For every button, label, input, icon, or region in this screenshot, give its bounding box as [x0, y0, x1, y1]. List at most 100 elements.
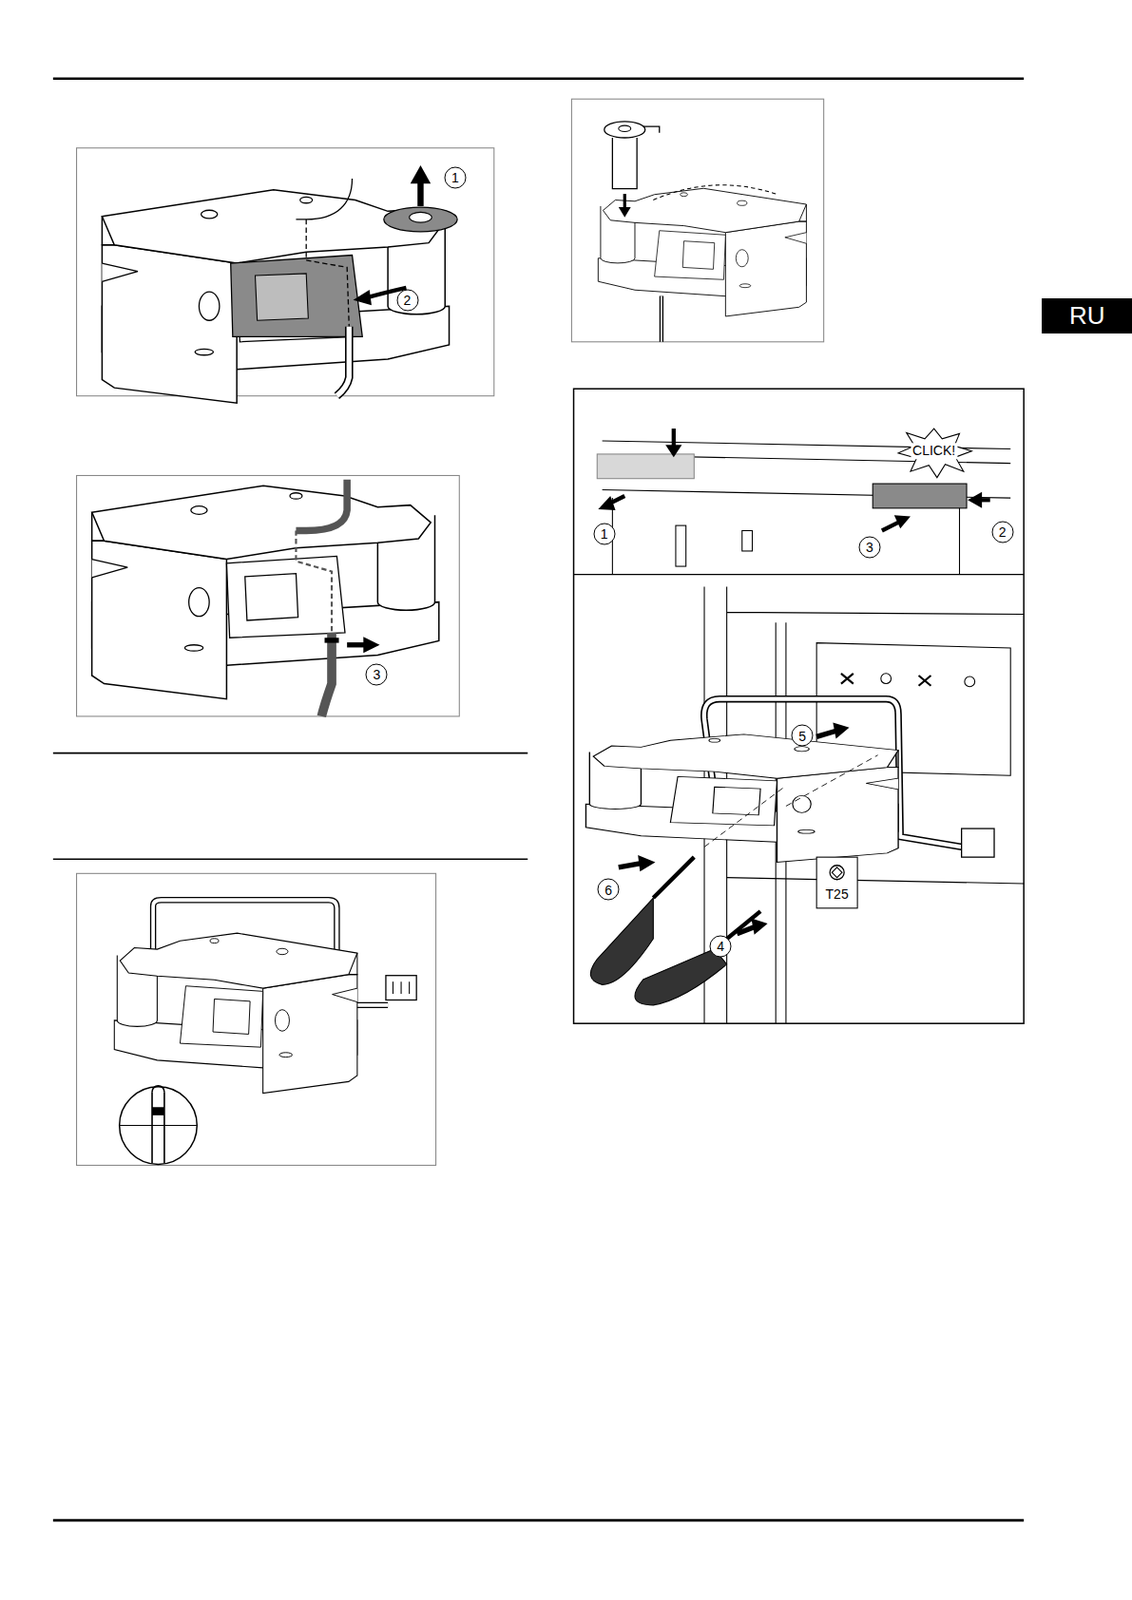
line-art: [816, 857, 858, 909]
line-art: [704, 786, 787, 847]
line-art: [829, 865, 845, 881]
line-art: [574, 574, 1025, 576]
callout-circle: 3: [858, 536, 881, 558]
line-art: [786, 755, 879, 807]
callout-circle: 4: [709, 935, 732, 958]
callout-number: 3: [865, 540, 874, 555]
callout-circle: 3: [365, 663, 388, 686]
line-art: [652, 857, 694, 899]
line-art: [392, 981, 394, 995]
line-art: [119, 1087, 198, 1166]
line-art: [363, 636, 380, 653]
callout-number: 2: [998, 525, 1007, 539]
line-art: [119, 1125, 198, 1127]
callout-circle: 1: [593, 522, 615, 545]
line-art: [590, 898, 653, 985]
callout-number: 5: [798, 729, 806, 743]
line-art: [618, 207, 632, 218]
line-art: [53, 76, 1024, 80]
line-art: [742, 530, 753, 551]
line-art: [410, 165, 431, 184]
callout-circle: 6: [597, 879, 620, 902]
line-art: [571, 98, 824, 343]
line-art: [643, 126, 660, 133]
line-art: [596, 454, 694, 480]
language-code: RU: [1069, 301, 1106, 331]
callout-number: 1: [600, 527, 609, 541]
line-art: [872, 483, 967, 509]
line-art: [409, 211, 433, 223]
line-art: [882, 522, 899, 532]
callout-number: 1: [451, 171, 460, 185]
line-art: [383, 207, 458, 232]
line-art: [634, 949, 728, 1006]
line-art: [114, 933, 358, 1094]
line-art: [76, 475, 461, 716]
line-art: [401, 981, 403, 995]
line-art: [152, 1086, 165, 1093]
label-box: CLICK!: [910, 442, 958, 460]
line-art: [659, 295, 664, 342]
line-art: [152, 1107, 165, 1116]
callout-number: 3: [372, 668, 381, 682]
line-art: [665, 444, 682, 458]
line-art: [736, 926, 755, 935]
callout-number: 2: [403, 293, 412, 307]
line-art: [597, 188, 806, 317]
callout-circle: 1: [443, 166, 466, 189]
line-art: [750, 919, 768, 936]
line-art: [612, 137, 637, 190]
line-art: [831, 867, 843, 879]
line-art: [321, 633, 332, 717]
line-art: [894, 515, 911, 529]
line-art: [295, 479, 347, 532]
line-art: [816, 730, 837, 737]
line-art: [727, 878, 1025, 884]
line-art: [618, 125, 632, 132]
line-art: [152, 1092, 165, 1164]
line-art: [898, 428, 972, 479]
line-art: [637, 855, 655, 872]
line-art: [76, 873, 437, 1166]
line-art: [385, 976, 417, 1001]
line-art: [574, 388, 1025, 1024]
line-art: [53, 752, 528, 755]
note-text: CLICK!: [912, 442, 956, 459]
line-art: [295, 178, 352, 220]
line-art: [408, 981, 410, 995]
line-art: [254, 273, 308, 321]
line-art: [612, 498, 960, 576]
language-tab: RU: [1041, 298, 1132, 334]
callout-circle: 2: [396, 288, 419, 311]
line-art: [623, 193, 627, 210]
line-art: [881, 673, 892, 685]
line-art: [841, 673, 932, 687]
line-art: [92, 485, 440, 699]
line-art: [353, 289, 372, 306]
line-art: [325, 637, 340, 643]
note-text: T25: [825, 886, 849, 902]
label-box: T25: [824, 886, 851, 903]
callout-number: 6: [604, 882, 613, 897]
line-art: [230, 255, 364, 338]
line-art: [660, 295, 663, 342]
line-art: [652, 185, 776, 201]
callout-number: 4: [716, 940, 725, 954]
line-art: [53, 858, 528, 861]
line-art: [336, 326, 349, 397]
line-art: [597, 496, 615, 511]
line-art: [832, 722, 849, 739]
line-art: [604, 121, 646, 138]
line-art: [53, 1519, 1024, 1523]
line-art: [675, 525, 687, 567]
callout-circle: 5: [791, 725, 814, 748]
line-art: [964, 676, 976, 688]
line-art: [295, 530, 332, 633]
line-art: [306, 219, 349, 327]
line-art: [618, 863, 642, 868]
line-art: [961, 828, 995, 858]
line-art: [967, 492, 982, 509]
